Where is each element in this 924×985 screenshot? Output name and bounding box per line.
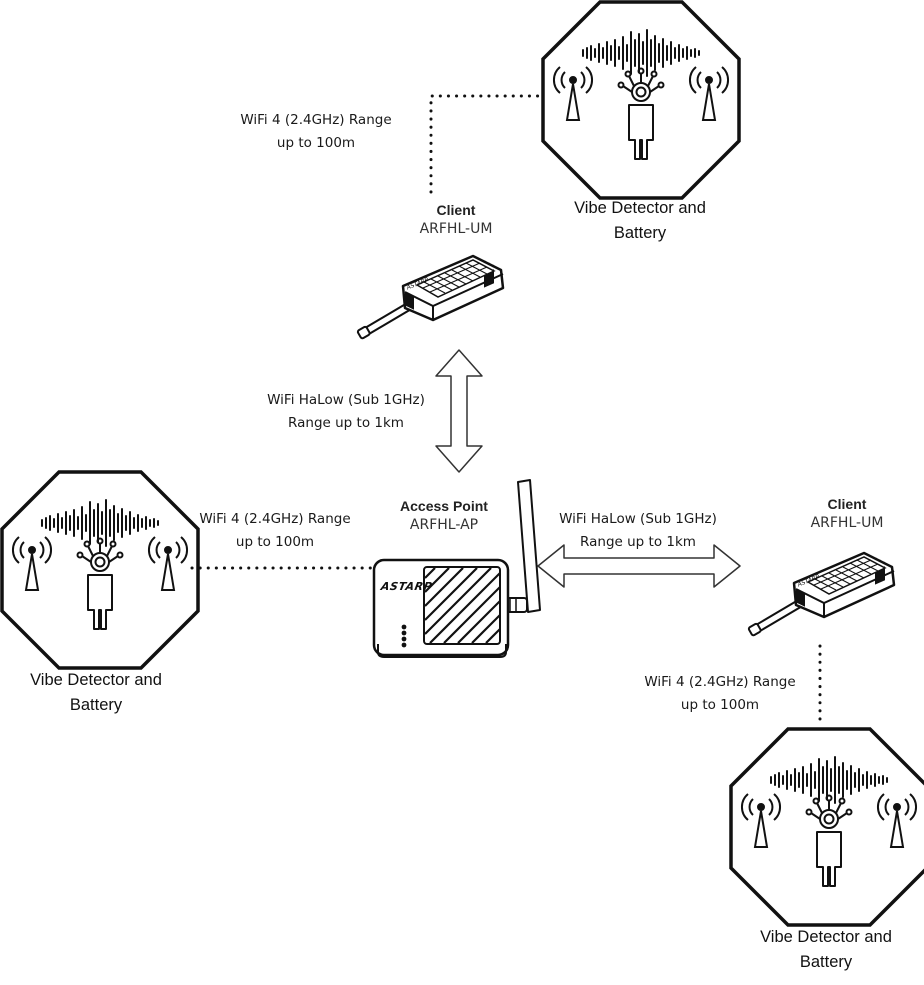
ap-brand-logo: ASTARP: [379, 580, 434, 593]
halow-arrow-vertical: [435, 349, 483, 473]
vibe-detector-top: [541, 0, 741, 200]
wifi4-label-left: WiFi 4 (2.4GHz) Range up to 100m: [199, 511, 351, 550]
halow-arrow-horizontal: [537, 544, 741, 588]
client-device-right: [746, 551, 896, 638]
halow-label-vertical: WiFi HaLow (Sub 1GHz) Range up to 1km: [267, 392, 425, 431]
access-point-device: [372, 479, 541, 658]
client-device-top: [355, 254, 505, 341]
access-point-model: ARFHL-AP: [409, 517, 479, 533]
client-top-model: ARFHL-UM: [419, 221, 493, 237]
client-right-title: Client: [827, 496, 867, 512]
wifi4-label-right: WiFi 4 (2.4GHz) Range up to 100m: [644, 674, 796, 713]
client-right-label: Client ARFHL-UM: [787, 495, 907, 533]
halow-label-horizontal: WiFi HaLow (Sub 1GHz) Range up to 1km: [559, 511, 717, 550]
wifi4-label-top: WiFi 4 (2.4GHz) Range up to 100m: [240, 112, 392, 151]
client-right-model: ARFHL-UM: [810, 515, 884, 531]
vibe-detector-left: [0, 470, 200, 670]
client-top-title: Client: [436, 202, 476, 218]
wifi4-link-top: [429, 94, 543, 194]
vibe-detector-bottom-right: [729, 727, 924, 927]
access-point-title: Access Point: [400, 498, 488, 514]
vibe-detector-top-label: Vibe Detector and Battery: [574, 199, 706, 242]
vibe-detector-left-label: Vibe Detector and Battery: [30, 671, 162, 714]
vibe-detector-bottom-right-label: Vibe Detector and Battery: [760, 928, 892, 971]
client-top-label: Client ARFHL-UM: [396, 201, 516, 239]
access-point-label: Access Point ARFHL-AP: [384, 497, 504, 535]
